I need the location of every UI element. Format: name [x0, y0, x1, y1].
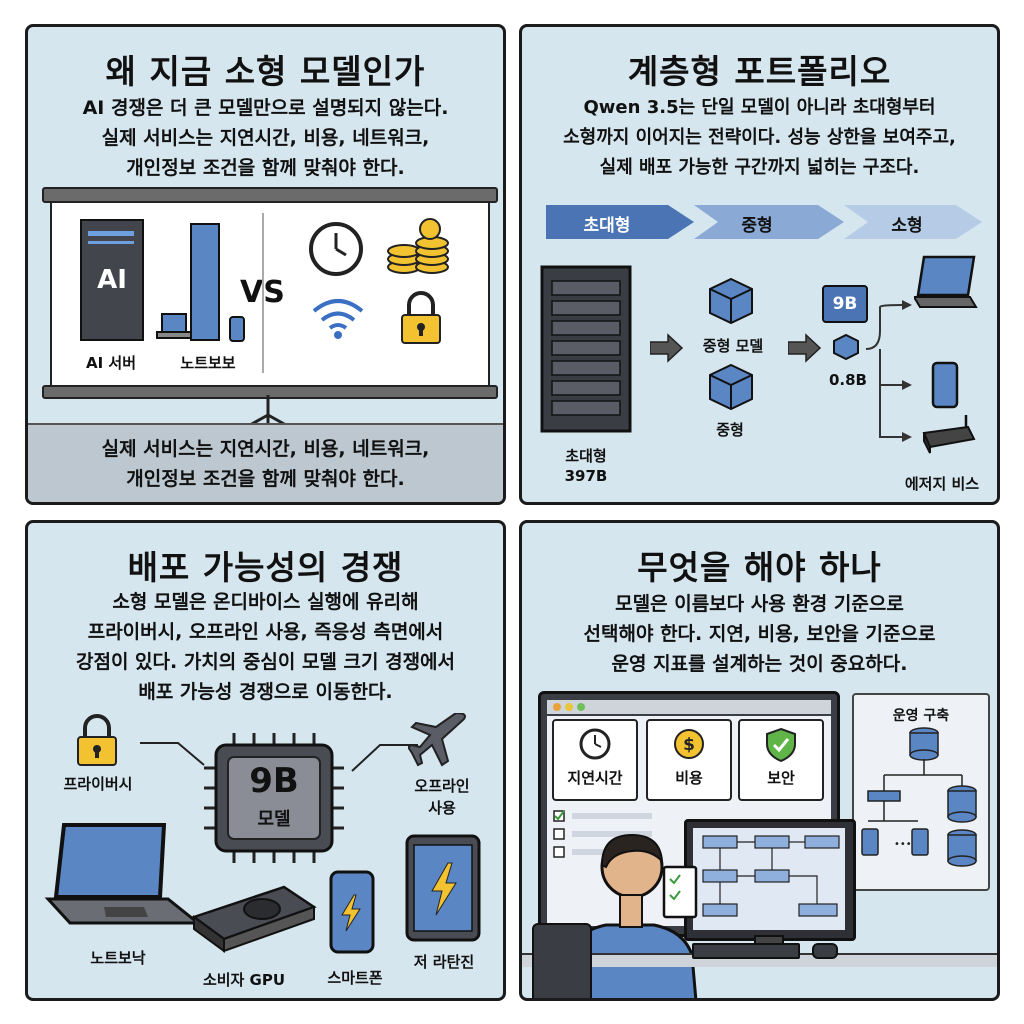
- branch-connector: [865, 300, 912, 442]
- mouse-icon: [812, 943, 838, 959]
- coins-icon: [387, 218, 449, 274]
- ai-server-icon: AI: [80, 219, 144, 341]
- arrow-label-xl: 초대형: [583, 216, 631, 236]
- mid-label: 중형: [716, 421, 744, 439]
- offline-label-2: 사용: [428, 799, 456, 817]
- server-screen-text: AI: [97, 265, 127, 295]
- chip-small-text: 모델: [257, 809, 291, 830]
- large-label-2: 397B: [564, 467, 608, 485]
- window-titlebar: [547, 700, 831, 714]
- server-rack-icon: [540, 265, 632, 433]
- chip-icon: [204, 733, 344, 863]
- small-laptop-icon: [156, 313, 192, 339]
- window-dot-icon: [553, 703, 561, 711]
- panel-title: 계층형 포트폴리오: [627, 52, 892, 91]
- large-label-1: 초대형: [565, 447, 607, 465]
- panel-why-small-models: 왜 지금 소형 모델인가 AI 경쟁은 더 큰 모델만으로 설명되지 않는다. …: [25, 24, 506, 505]
- chair: [532, 923, 592, 998]
- panel-text: Qwen 3.5는 단일 모델이 아니라 초대형부터 소형까지 이어지는 전략이…: [563, 97, 956, 178]
- ops-diagram-icon: •••: [861, 727, 977, 867]
- panel-tiered-portfolio: 계층형 포트폴리오 Qwen 3.5는 단일 모델이 아니라 초대형부터 소형까…: [519, 24, 1000, 505]
- small-phone-icon: [229, 316, 245, 342]
- arrow-label-mid: 중형: [741, 216, 773, 236]
- latency-label: 지연시간: [567, 769, 623, 787]
- small-model-badge: 9B: [822, 285, 868, 323]
- tiny-cube-icon: [833, 333, 859, 361]
- panel-title: 왜 지금 소형 모델인가: [105, 52, 426, 91]
- arrow-right-icon: [650, 333, 684, 363]
- window-dot-icon: [577, 703, 585, 711]
- mid-model-label: 중형 모델: [702, 337, 764, 355]
- laptop-icon: [914, 255, 978, 308]
- arrow-label-small: 소형: [891, 216, 923, 236]
- edge-device-icon: [922, 415, 976, 454]
- gpu-label: 소비자 GPU: [202, 971, 286, 989]
- window-dot-icon: [565, 703, 573, 711]
- panel-text: 모델은 이름보다 사용 환경 기준으로 선택해야 한다. 지연, 비용, 보안을…: [583, 593, 936, 675]
- panel-text: AI 경쟁은 더 큰 모델만으로 설명되지 않는다. 실제 서비스는 지연시간,…: [82, 97, 449, 179]
- flowchart-monitor: [684, 819, 856, 941]
- keyboard-icon: [692, 943, 800, 959]
- laptop-label: 노트보보: [180, 354, 236, 372]
- security-card: 보안: [738, 719, 824, 801]
- dollar-icon: $: [674, 729, 704, 759]
- panel-text: 소형 모델은 온디바이스 실행에 유리해 프라이버시, 오프라인 사용, 즉응성…: [75, 591, 456, 703]
- ops-label: 운영 구축: [892, 708, 950, 724]
- connector-line-2: [351, 744, 418, 772]
- phone-label: 스마트폰: [327, 969, 383, 987]
- model-size-bar: [190, 223, 220, 341]
- arrow-right-icon-2: [788, 333, 822, 363]
- connector-line: [140, 742, 205, 766]
- clock-icon: [309, 222, 363, 276]
- cost-label: 비용: [675, 769, 703, 787]
- gpu-icon: [191, 885, 317, 953]
- laptop-icon: [44, 823, 203, 925]
- flowchart-icon: [693, 828, 845, 930]
- screen-bar-bottom: [42, 385, 498, 399]
- caption-band: [28, 423, 503, 502]
- ops-panel: 운영 구축 •••: [852, 693, 990, 891]
- smartphone-icon: [329, 870, 375, 954]
- edge-label: 에저지 비스: [904, 475, 980, 493]
- caption-text: 실제 서비스는 지연시간, 비용, 네트워크, 개인정보 조건을 함께 맞춰야 …: [101, 438, 430, 490]
- mid-cube-icon-2: [709, 363, 753, 411]
- laptop-label: 노트보낙: [90, 949, 146, 967]
- wifi-icon: [312, 299, 364, 339]
- lock-icon: [401, 291, 441, 344]
- privacy-label: 프라이버시: [63, 775, 133, 793]
- shield-icon: [766, 727, 796, 763]
- panel-deployability: 배포 가능성의 경쟁 소형 모델은 온디바이스 실행에 유리해 프라이버시, 오…: [25, 520, 506, 1001]
- tiny-label: 0.8B: [828, 371, 867, 389]
- clock-icon: [579, 728, 611, 760]
- phone-icon: [931, 361, 959, 409]
- panel-title: 배포 가능성의 경쟁: [127, 548, 404, 587]
- privacy-lock-icon: [77, 714, 117, 766]
- svg-text:•••: •••: [894, 839, 912, 850]
- chip-big-text: 9B: [249, 761, 299, 801]
- security-label: 보안: [767, 769, 795, 787]
- offline-label-1: 오프라인: [414, 777, 470, 795]
- latency-card: 지연시간: [552, 719, 638, 801]
- svg-text:$: $: [683, 735, 695, 755]
- server-label: AI 서버: [85, 354, 136, 372]
- mid-cube-icon: [709, 277, 753, 325]
- panel-what-to-do: 무엇을 해야 하나 모델은 이름보다 사용 환경 기준으로 선택해야 한다. 지…: [519, 520, 1000, 1001]
- scale-arrow-icon: [546, 205, 982, 239]
- airplane-icon: [408, 713, 466, 767]
- tablet-icon: [405, 834, 481, 942]
- tablet-label: 저 라탄진: [413, 953, 475, 971]
- cost-card: $ 비용: [646, 719, 732, 801]
- divider: [262, 213, 264, 373]
- panel-title: 무엇을 해야 하나: [637, 548, 882, 587]
